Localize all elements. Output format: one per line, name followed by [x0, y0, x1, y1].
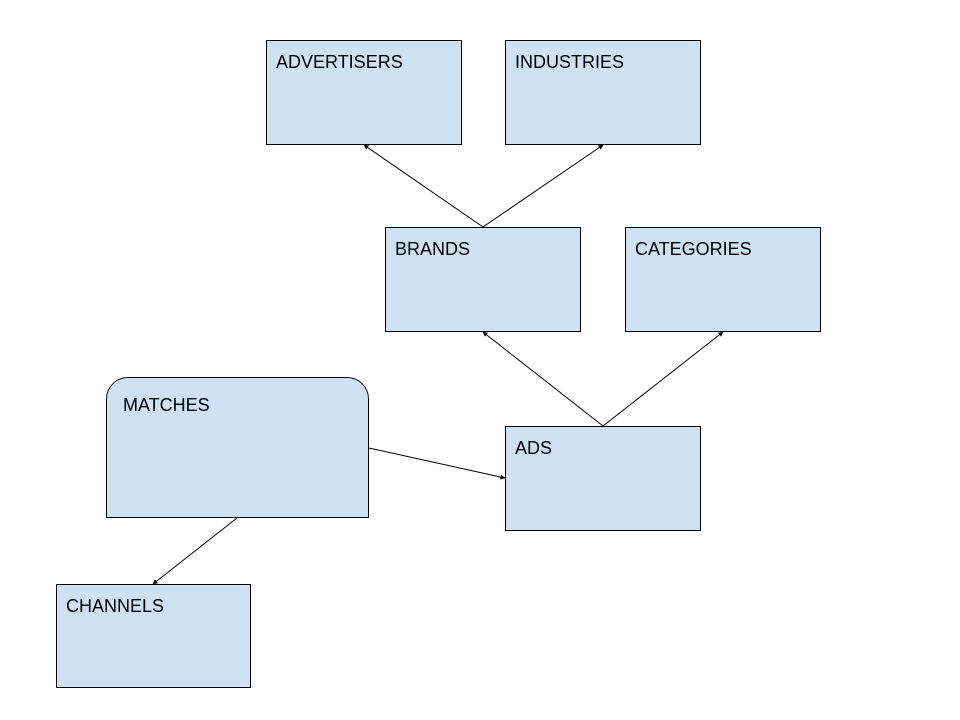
- node-ads[interactable]: ADS: [505, 426, 701, 531]
- edge-ads-to-brands: [482, 331, 604, 427]
- node-label: INDUSTRIES: [515, 52, 625, 72]
- edge-ads-to-categories: [602, 331, 724, 427]
- node-industries[interactable]: INDUSTRIES: [505, 40, 701, 145]
- node-categories[interactable]: CATEGORIES: [625, 227, 821, 332]
- node-label: BRANDS: [395, 239, 471, 259]
- edge-matches-to-ads: [368, 447, 506, 480]
- edge-matches-to-channels: [152, 517, 238, 585]
- node-label: CATEGORIES: [635, 239, 752, 259]
- node-label: MATCHES: [123, 395, 210, 415]
- node-label: CHANNELS: [66, 596, 165, 616]
- node-label: ADS: [515, 438, 553, 458]
- edge-brands-to-advertisers: [363, 144, 484, 228]
- node-label: ADVERTISERS: [276, 52, 403, 72]
- node-advertisers[interactable]: ADVERTISERS: [266, 40, 462, 145]
- edge-brands-to-industries: [482, 144, 604, 228]
- node-matches[interactable]: MATCHES: [106, 377, 369, 518]
- node-channels[interactable]: CHANNELS: [56, 584, 251, 688]
- node-brands[interactable]: BRANDS: [385, 227, 581, 332]
